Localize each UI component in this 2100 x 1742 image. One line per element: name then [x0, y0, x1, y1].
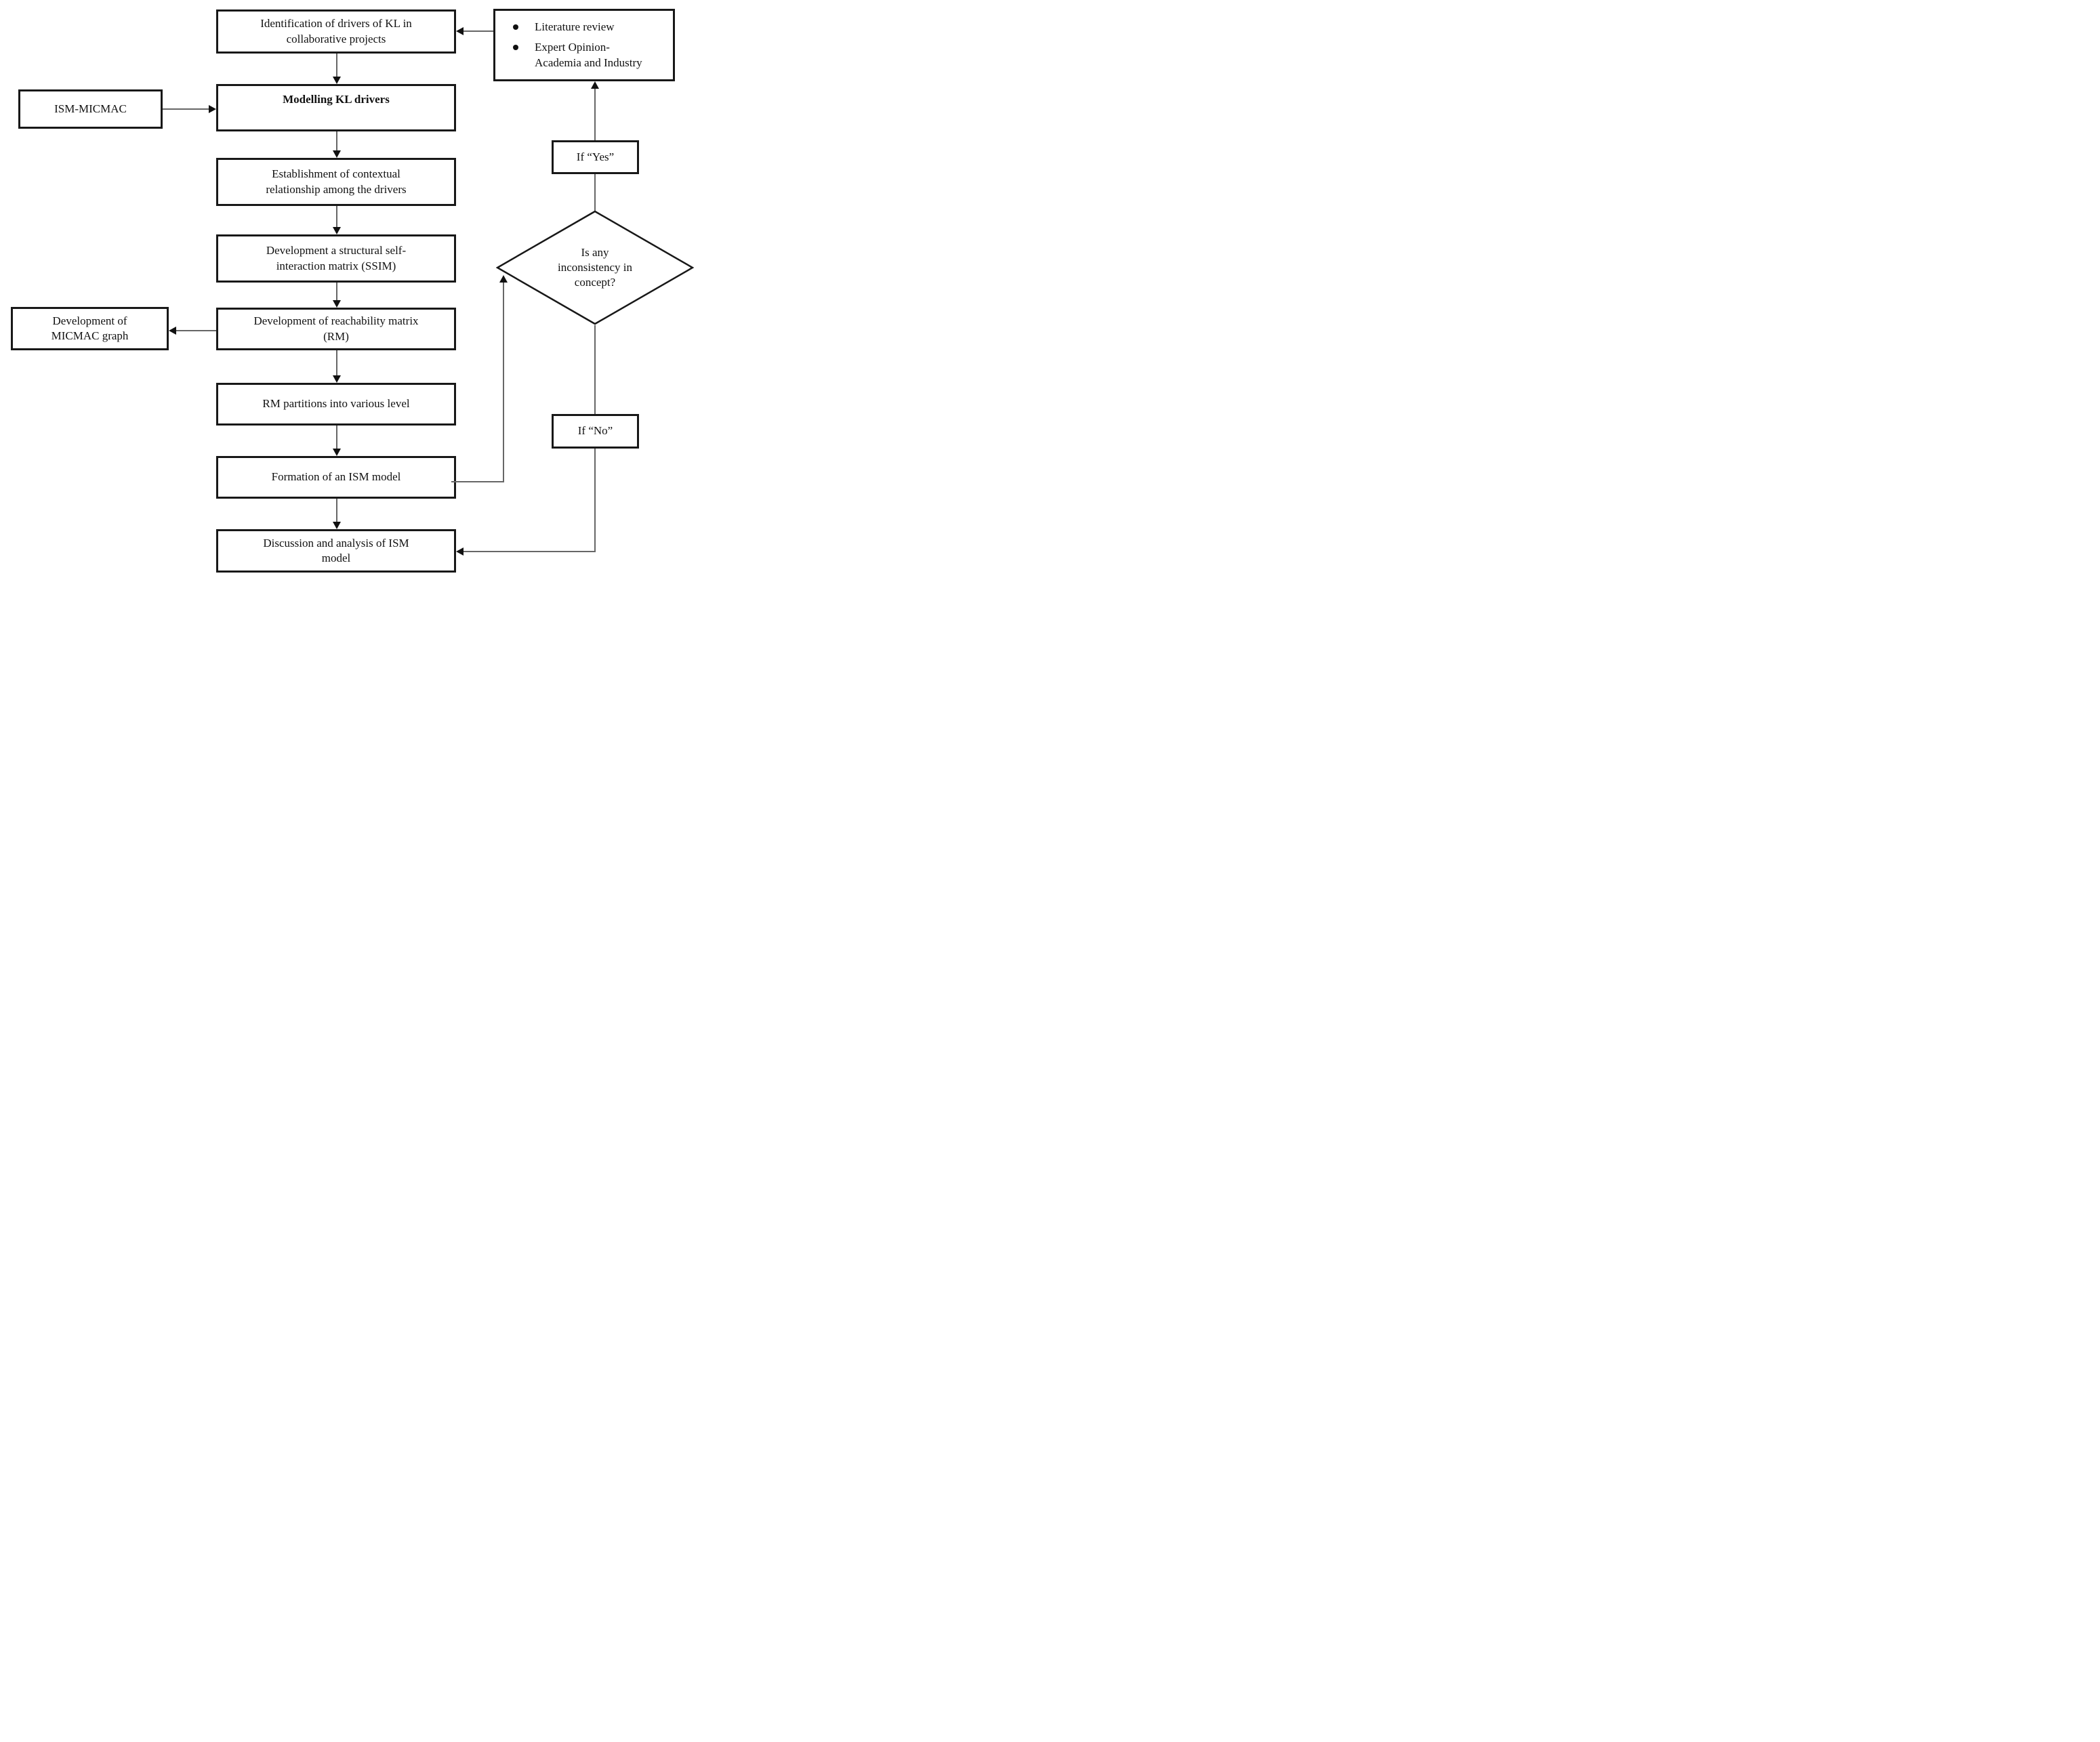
flow-box-if-no: If “No” [552, 414, 639, 449]
connector-identification-modelling [336, 54, 337, 77]
connector-ifno-discussion-horizontal [464, 551, 596, 552]
connector-ifyes-sources [594, 89, 596, 140]
decision-label: Is any inconsistency in concept? [557, 245, 632, 289]
arrowhead-down-icon [333, 227, 341, 234]
connector-ssim-rm [336, 283, 337, 300]
flow-box-label: Establishment of contextual relationship… [266, 167, 407, 196]
arrowhead-left-icon [456, 27, 464, 35]
flow-box-label: ISM-MICMAC [54, 102, 127, 115]
decision-diamond [495, 210, 695, 325]
connector-formation-decision-horizontal [451, 481, 504, 482]
connector-formation-discussion [336, 499, 337, 522]
arrowhead-down-icon [333, 150, 341, 158]
connector-decision-ifno [594, 325, 596, 414]
bullet-icon [513, 44, 518, 50]
flowchart-canvas: Identification of drivers of KL in colla… [0, 0, 700, 581]
arrowhead-up-icon [591, 81, 599, 89]
flow-box-discussion: Discussion and analysis of ISM model [216, 529, 456, 573]
arrowhead-down-icon [333, 522, 341, 529]
flow-box-label: Development a structural self-interactio… [266, 244, 407, 272]
flow-box-label: If “No” [577, 424, 613, 438]
flow-box-label: Modelling KL drivers [283, 93, 390, 106]
arrowhead-right-icon [209, 105, 216, 113]
connector-formation-decision-vertical [503, 283, 504, 482]
bullet-icon [513, 24, 518, 30]
arrowhead-up-icon [499, 275, 508, 283]
flow-box-rm-partitions: RM partitions into various level [216, 383, 456, 426]
connector-ismmicmac-modelling [163, 108, 209, 110]
connector-decision-ifyes [594, 174, 596, 211]
flow-box-modelling: Modelling KL drivers [216, 84, 456, 131]
list-item: Expert Opinion- Academia and Industry [513, 40, 667, 71]
flow-box-label: If “Yes” [576, 150, 615, 163]
arrowhead-down-icon [333, 375, 341, 383]
flow-box-label: Development of reachability matrix (RM) [253, 314, 419, 343]
flow-box-ssim: Development a structural self-interactio… [216, 234, 456, 283]
arrowhead-down-icon [333, 449, 341, 456]
flow-box-micmac-graph: Development of MICMAC graph [11, 307, 169, 350]
flow-box-label: Formation of an ISM model [271, 470, 401, 484]
flow-box-ism-micmac: ISM-MICMAC [18, 89, 163, 129]
connector-rm-micmacgraph [176, 330, 216, 331]
list-item: Literature review [513, 20, 667, 35]
decision-diamond-label-wrap: Is any inconsistency in concept? [496, 210, 694, 325]
diamond-shape [495, 210, 695, 325]
connector-partitions-formation [336, 426, 337, 449]
source-item-label: Expert Opinion- Academia and Industry [535, 40, 642, 69]
flow-box-reachability-matrix: Development of reachability matrix (RM) [216, 308, 456, 350]
arrowhead-down-icon [333, 77, 341, 84]
arrowhead-left-icon [169, 327, 176, 335]
flow-box-identification: Identification of drivers of KL in colla… [216, 9, 456, 54]
connector-rm-partitions [336, 350, 337, 375]
connector-establishment-ssim [336, 206, 337, 227]
arrowhead-left-icon [456, 547, 464, 556]
arrowhead-down-icon [333, 300, 341, 308]
flow-box-label: RM partitions into various level [262, 397, 410, 411]
flow-box-label: Development of MICMAC graph [51, 314, 129, 342]
connector-sources-identification [464, 30, 493, 32]
connector-modelling-establishment [336, 131, 337, 150]
flow-box-sources: Literature review Expert Opinion- Academ… [493, 9, 675, 81]
flow-box-if-yes: If “Yes” [552, 140, 639, 174]
connector-ifno-discussion-vertical [594, 449, 596, 552]
flow-box-formation-ism: Formation of an ISM model [216, 456, 456, 499]
source-item-label: Literature review [535, 20, 615, 33]
flow-box-label: Discussion and analysis of ISM model [263, 536, 409, 564]
flow-box-establishment: Establishment of contextual relationship… [216, 158, 456, 206]
flow-box-label: Identification of drivers of KL in colla… [260, 17, 412, 45]
